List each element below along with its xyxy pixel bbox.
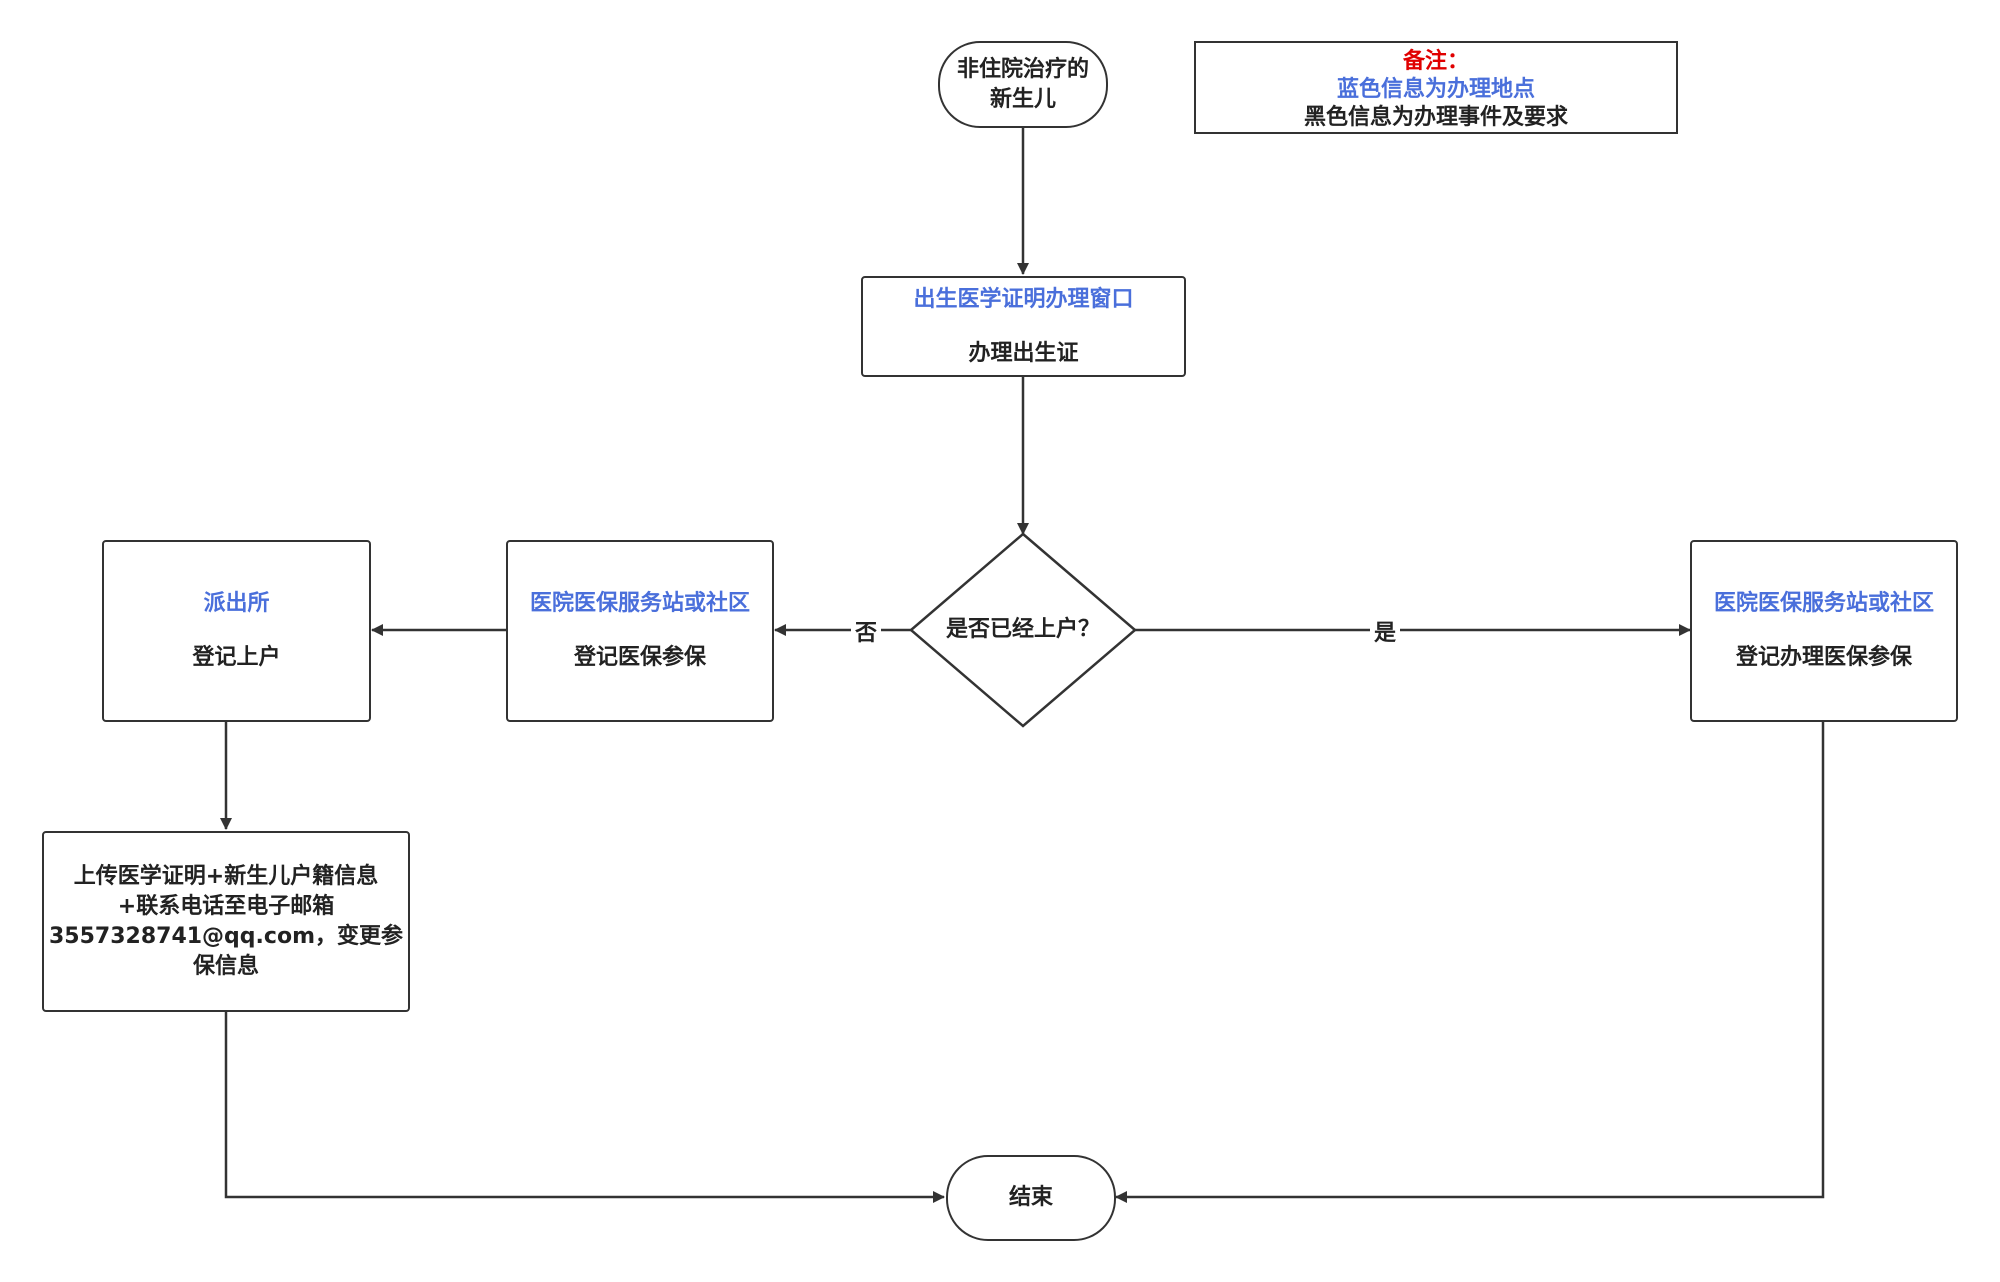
hospital-left-task: 登记医保参保 [573, 645, 706, 670]
police-task: 登记上户 [192, 645, 281, 670]
upload-info-node: 上传医学证明+新生儿户籍信息 +联系电话至电子邮箱 3557328741@qq.… [42, 831, 410, 1012]
upload-line-2: +联系电话至电子邮箱 [117, 893, 335, 919]
birth-certificate-window-node: 出生医学证明办理窗口 办理出生证 [861, 276, 1186, 377]
upload-line-3: 3557328741@qq.com，变更参 [48, 923, 403, 949]
hospital-insurance-station-right-node: 医院医保服务站或社区 登记办理医保参保 [1690, 540, 1958, 722]
edge-label-yes: 是 [1370, 615, 1401, 647]
note-title: 备注： [1402, 49, 1469, 74]
start-line-1: 非住院治疗的 [956, 56, 1089, 82]
edge-hospital-right-to-end [1115, 722, 1825, 1203]
upload-line-1: 上传医学证明+新生儿户籍信息 [73, 863, 379, 889]
decision-diamond [909, 532, 1137, 728]
start-node: 非住院治疗的 新生儿 [938, 41, 1108, 128]
note-line-task: 黑色信息为办理事件及要求 [1303, 105, 1568, 130]
end-label: 结束 [1008, 1185, 1053, 1210]
decision-label: 是否已经上户？ [945, 617, 1100, 642]
note-line-location: 蓝色信息为办理地点 [1336, 77, 1535, 102]
hospital-right-task: 登记办理医保参保 [1735, 645, 1912, 670]
upload-line-4: 保信息 [192, 953, 259, 979]
hospital-insurance-station-left-node: 医院医保服务站或社区 登记医保参保 [506, 540, 774, 722]
birth-window-location: 出生医学证明办理窗口 [913, 286, 1134, 312]
end-node: 结束 [946, 1155, 1116, 1241]
edge-upload-to-end [224, 1012, 945, 1203]
hospital-left-location: 医院医保服务站或社区 [529, 591, 750, 616]
legend-note: 备注： 蓝色信息为办理地点 黑色信息为办理事件及要求 [1194, 41, 1678, 134]
birth-window-task: 办理出生证 [968, 340, 1079, 366]
edge-label-no: 否 [851, 615, 882, 647]
police-location: 派出所 [203, 591, 270, 616]
police-station-node: 派出所 登记上户 [102, 540, 371, 722]
hospital-right-location: 医院医保服务站或社区 [1713, 591, 1934, 616]
start-line-2: 新生儿 [989, 86, 1056, 112]
